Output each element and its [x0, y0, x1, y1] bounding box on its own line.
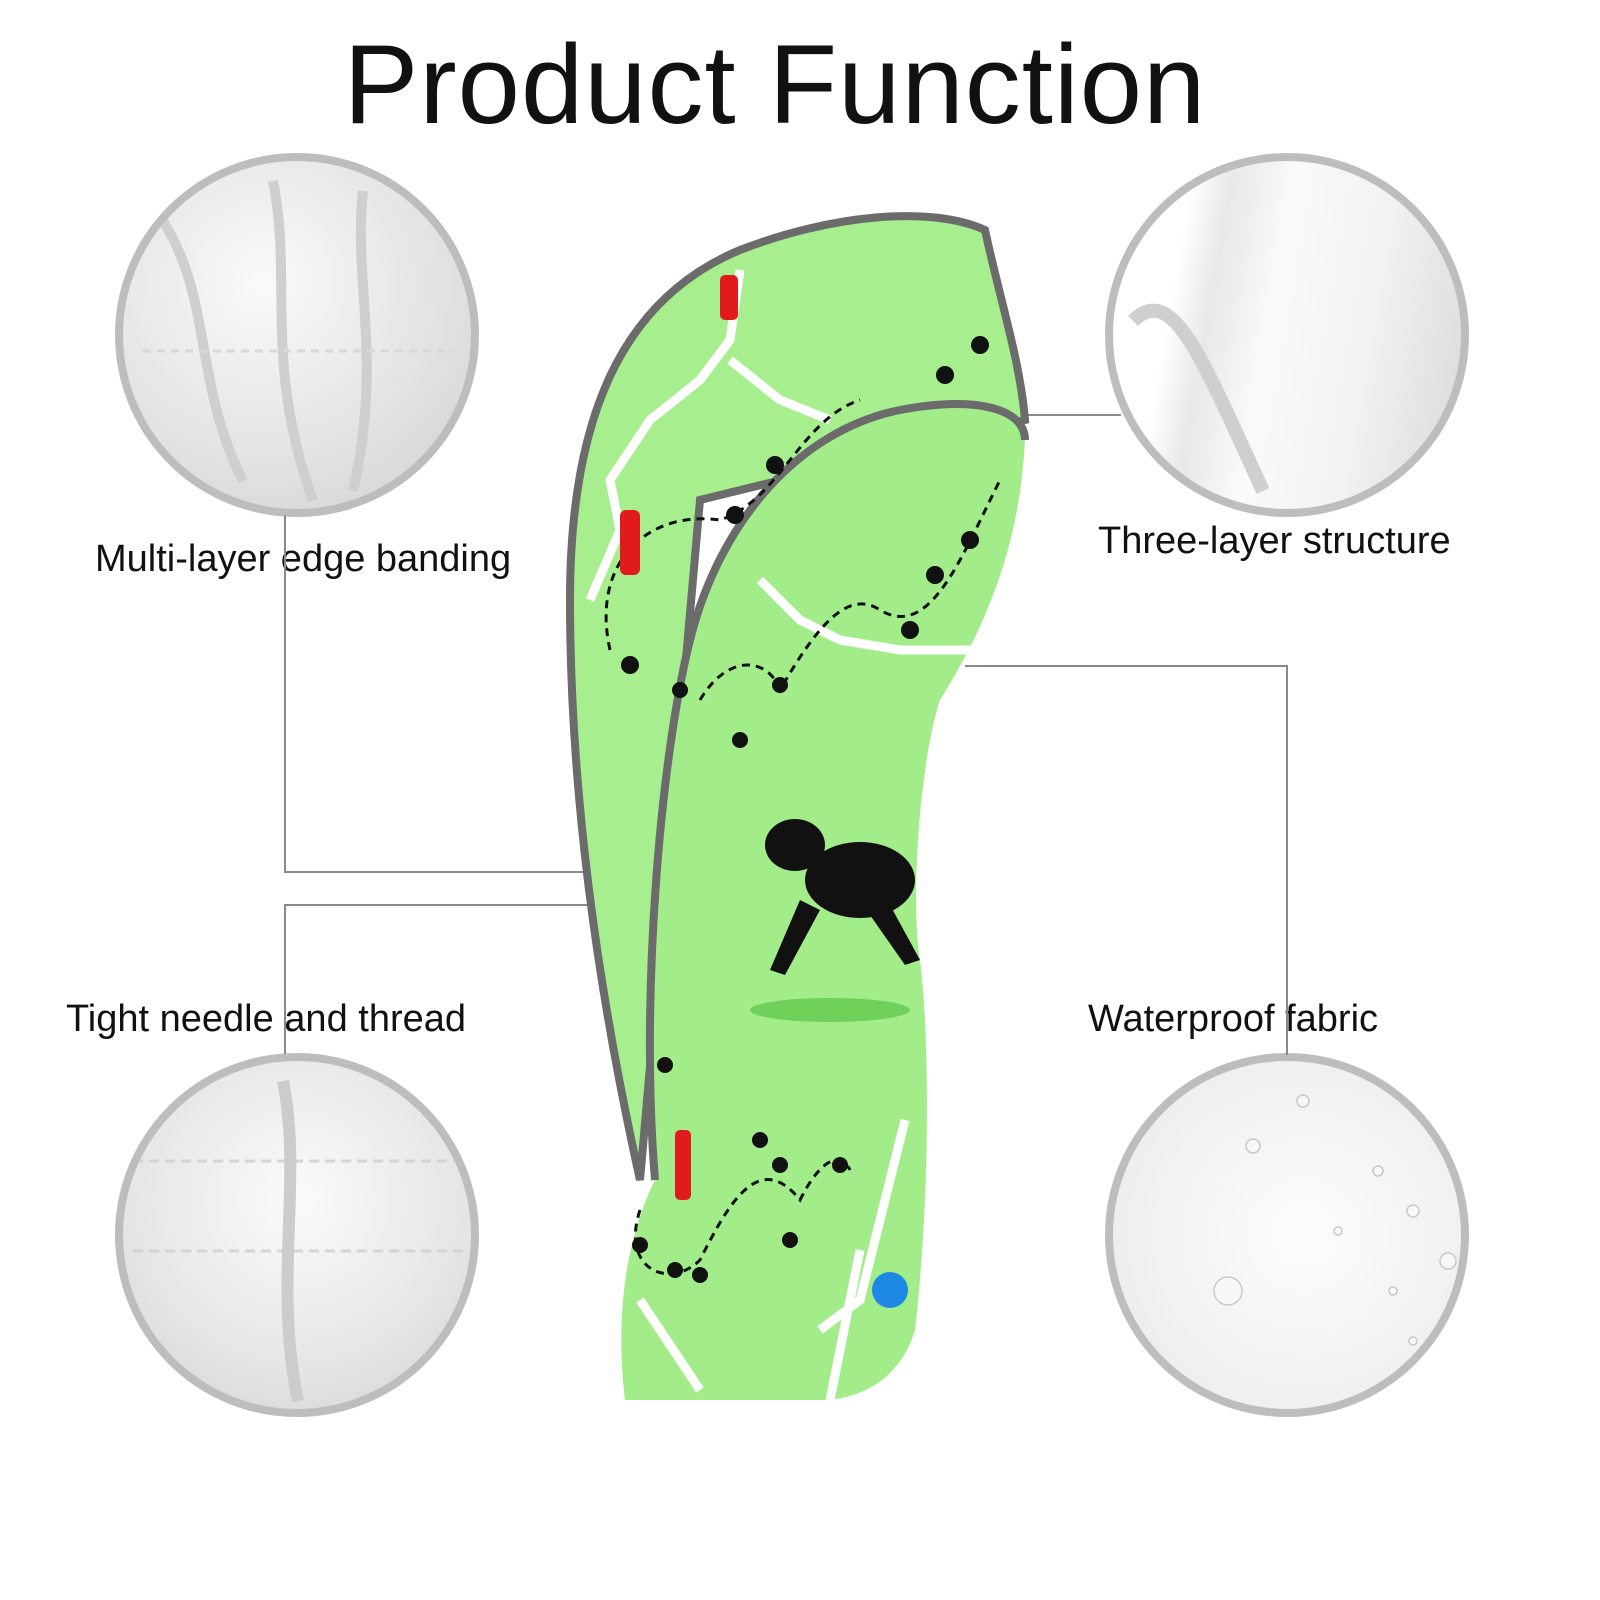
- feature-label-edge-banding: Multi-layer edge banding: [95, 538, 512, 580]
- connector-line: [965, 665, 1288, 667]
- edge-banding-closeup: [115, 153, 479, 517]
- connector-line: [1286, 665, 1288, 1055]
- layer-edge-icon: [1128, 303, 1270, 494]
- feature-label-needle-thread: Tight needle and thread: [66, 998, 467, 1040]
- paw-trail: [604, 398, 1002, 1276]
- connector-line: [1025, 414, 1121, 416]
- feature-label-three-layer: Three-layer structure: [1098, 520, 1451, 562]
- dog-silhouette-icon: [765, 819, 920, 975]
- connector-line: [284, 871, 594, 873]
- feature-label-waterproof: Waterproof fabric: [1088, 998, 1379, 1040]
- frisbee-icon: [872, 1272, 908, 1308]
- waterproof-closeup: [1105, 1053, 1469, 1417]
- fabric-fold-icon: [143, 180, 453, 503]
- headcover-back-panel: [565, 212, 1030, 1181]
- connector-line: [284, 904, 596, 906]
- fire-hydrant-icons: [620, 275, 738, 1200]
- grass-shadow: [750, 998, 910, 1022]
- connector-line: [284, 904, 286, 1054]
- stitch-icon: [133, 1079, 463, 1403]
- paw-print-icons: [621, 336, 989, 1283]
- connector-line: [284, 515, 286, 873]
- edge-banding-trim: [645, 400, 1029, 1181]
- three-layer-closeup: [1105, 153, 1469, 517]
- page-title: Product Function: [343, 22, 1207, 147]
- water-droplets-icon: [1213, 1094, 1457, 1346]
- needle-thread-closeup: [115, 1053, 479, 1417]
- map-paths: [585, 269, 970, 1401]
